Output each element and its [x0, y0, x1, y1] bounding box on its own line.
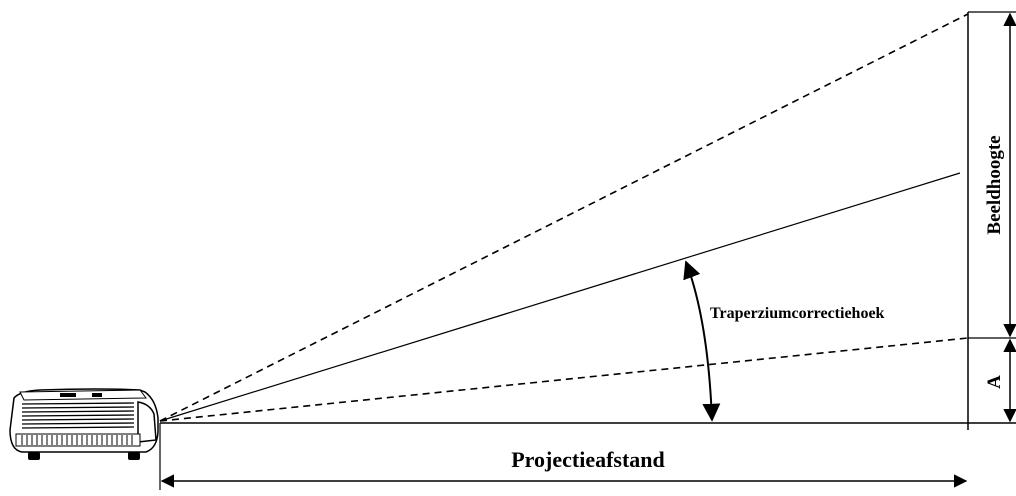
- projector-icon: [9, 388, 159, 460]
- projection-distance-label: Projectieafstand: [511, 447, 665, 472]
- upper-ray-dashed: [159, 13, 969, 422]
- keystone-angle-arc: [683, 260, 721, 422]
- offset-label: A: [984, 375, 1005, 389]
- image-height-label: Beeldhoogte: [984, 135, 1005, 234]
- keystone-angle-label: Traperziumcorrectiehoek: [710, 305, 885, 322]
- lower-ray-dashed: [159, 337, 969, 422]
- center-ray: [159, 172, 961, 422]
